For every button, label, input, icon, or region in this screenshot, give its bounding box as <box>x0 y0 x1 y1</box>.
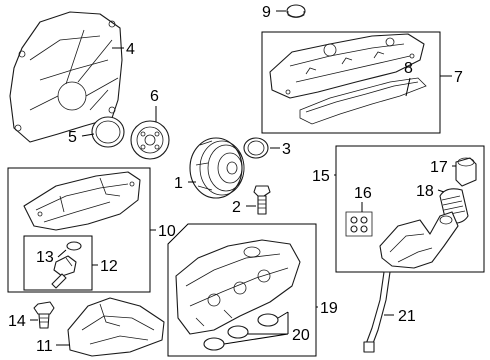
drain-plug-part <box>33 301 55 329</box>
leader-13 <box>57 249 67 258</box>
callout-7: 7 <box>454 69 463 86</box>
callout-21: 21 <box>398 308 416 325</box>
oil-cap-part <box>286 4 306 18</box>
callout-15: 15 <box>312 168 330 185</box>
intake-seals-part <box>203 313 279 351</box>
valve-cover-group-box <box>261 31 441 134</box>
callout-1: 1 <box>174 175 183 192</box>
lower-oil-pan-part <box>67 297 165 357</box>
pulley-damper-part <box>189 137 245 199</box>
oil-filter-housing-part <box>379 211 459 269</box>
callout-9: 9 <box>262 4 271 21</box>
callout-11: 11 <box>36 338 53 355</box>
crank-sprocket-part <box>130 120 170 160</box>
damper-bolt-part <box>253 185 271 215</box>
callout-8: 8 <box>404 60 413 77</box>
leader-20 <box>223 311 289 345</box>
intake-manifold-part <box>175 239 301 335</box>
oil-filter-group-box <box>335 145 485 273</box>
leader-18 <box>437 189 445 193</box>
callout-18: 18 <box>416 183 434 200</box>
timing-cover-part <box>9 11 123 143</box>
callout-17: 17 <box>430 159 448 176</box>
callout-16: 16 <box>354 185 372 202</box>
leader-8 <box>405 77 411 97</box>
valve-cover-gasket-part <box>299 77 427 125</box>
oil-level-sensor-part <box>51 255 77 289</box>
callout-2: 2 <box>232 199 241 216</box>
callout-14: 14 <box>8 313 26 330</box>
callout-20: 20 <box>292 327 310 344</box>
oil-seal-part <box>243 137 269 159</box>
filter-housing-bolts-part <box>345 211 373 237</box>
callout-19: 19 <box>320 300 338 317</box>
leader-5 <box>81 133 95 137</box>
valve-cover-part <box>269 33 425 99</box>
callout-10: 10 <box>158 223 176 240</box>
callout-12: 12 <box>100 258 118 275</box>
front-seal-part <box>91 116 125 148</box>
upper-oil-pan-part <box>23 171 141 231</box>
callout-4: 4 <box>126 41 135 58</box>
oil-pan-group-box <box>7 167 151 293</box>
intake-manifold-group-box <box>167 223 317 357</box>
sensor-subgroup-box <box>23 235 93 291</box>
sensor-oring-part <box>66 241 82 251</box>
callout-13: 13 <box>36 249 54 266</box>
callout-5: 5 <box>68 129 77 146</box>
callout-3: 3 <box>282 141 291 158</box>
oil-filter-cap-part <box>455 157 477 187</box>
dipstick-tube-part <box>363 271 391 353</box>
callout-6: 6 <box>150 88 159 105</box>
